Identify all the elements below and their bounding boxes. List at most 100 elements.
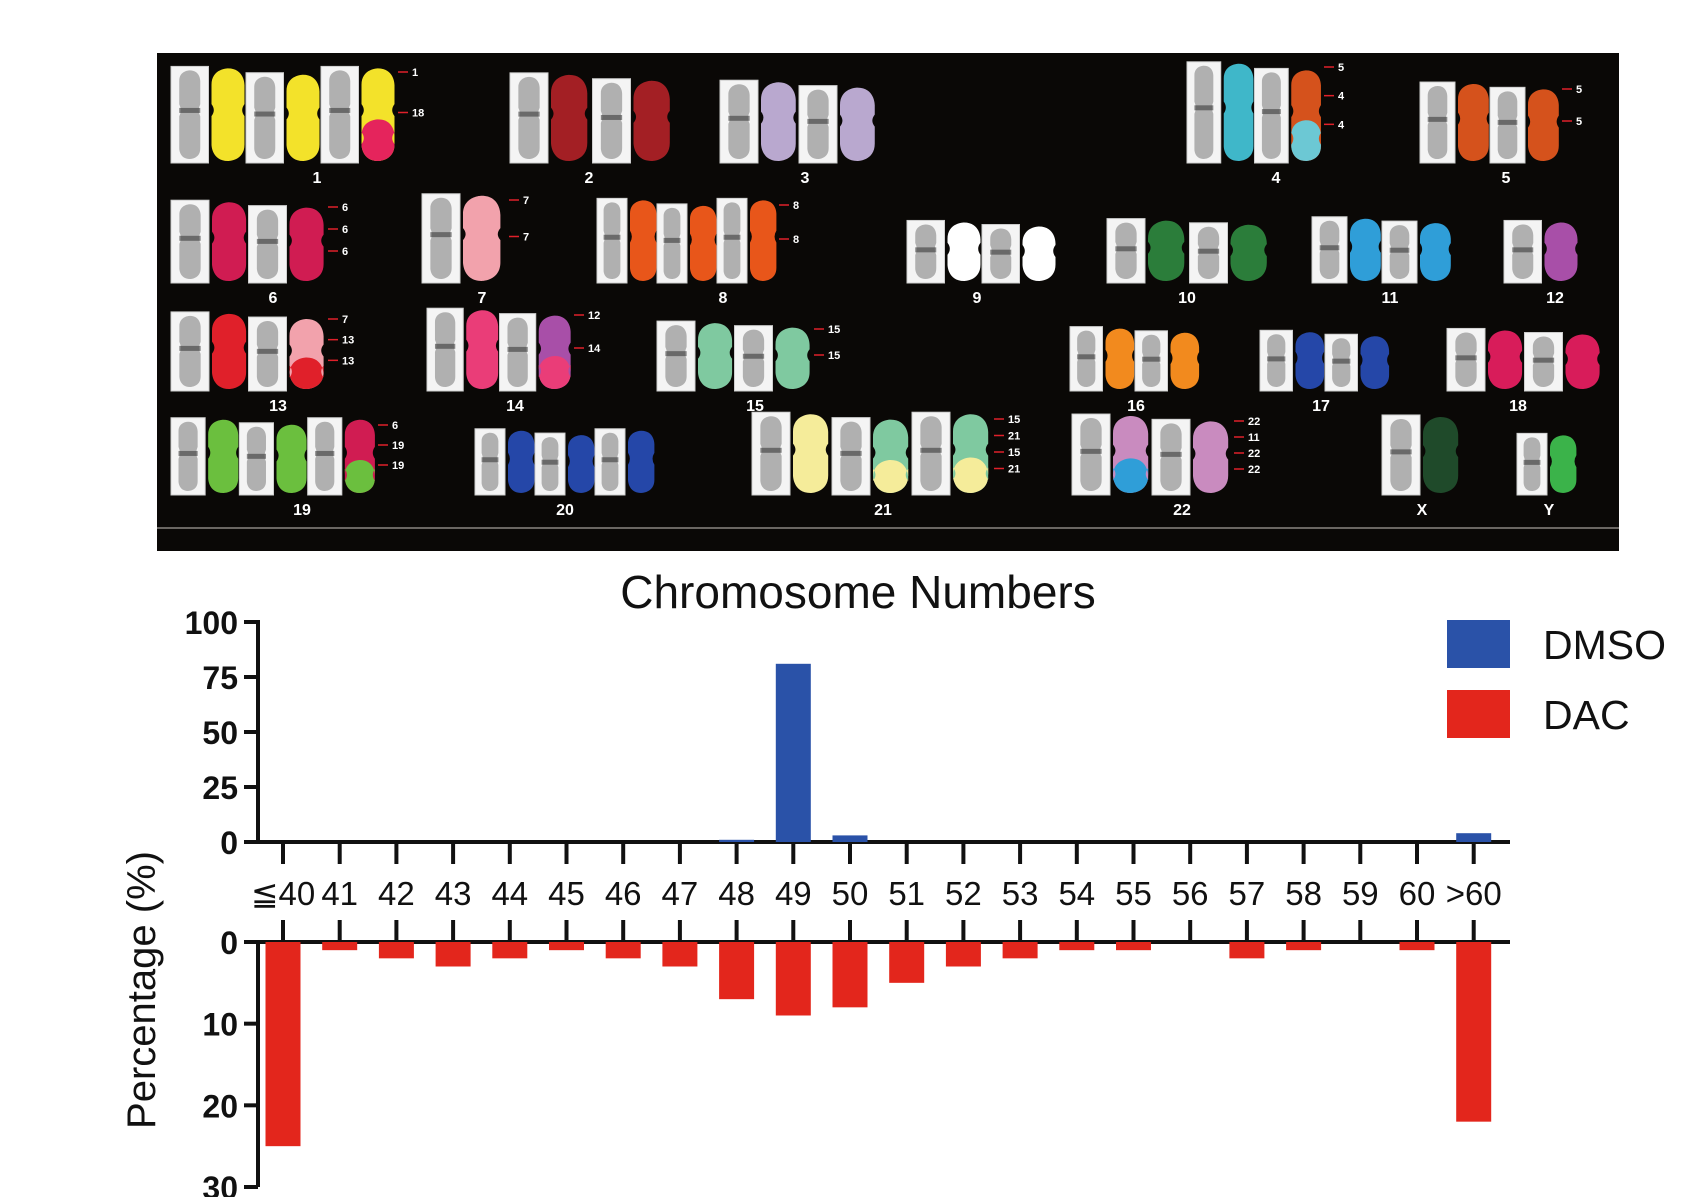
dac-y-tick-label: 0 (220, 925, 238, 961)
sky-chromosome (276, 424, 307, 493)
chart-title: Chromosome Numbers (620, 566, 1095, 618)
x-tick-label: >60 (1446, 875, 1502, 912)
karyotype-label: 4 (1272, 170, 1281, 187)
dac-y-tick-label: 20 (202, 1088, 238, 1124)
x-tick-label: 58 (1285, 875, 1322, 912)
x-tick-label: 60 (1399, 875, 1436, 912)
gband-chromosome (179, 315, 201, 387)
gband-centromere (1532, 357, 1555, 363)
karyotype-label: 22 (1173, 502, 1191, 519)
dac-y-tick-label: 30 (202, 1170, 238, 1197)
karyotype-group-20: 20 (474, 428, 655, 519)
x-tick-label: 59 (1342, 875, 1379, 912)
karyotype-label: 17 (1312, 398, 1330, 415)
gband-centromere (1077, 354, 1096, 360)
sky-chromosome (775, 327, 810, 389)
gband-centromere (507, 346, 528, 352)
gband-chromosome (603, 202, 621, 279)
mark-label: 6 (342, 246, 348, 258)
mark-label: 13 (342, 335, 354, 347)
mark-label: 15 (1008, 447, 1020, 459)
sky-chromosome (212, 313, 247, 389)
bar-dmso-10 (832, 835, 868, 842)
bar-dac-1 (322, 942, 358, 951)
x-tick-label: 46 (605, 875, 642, 912)
gband-centromere (329, 107, 351, 113)
sky-chromosome (1420, 223, 1451, 281)
sky-chromosome (208, 419, 239, 493)
gband-centromere (1115, 246, 1137, 252)
gband-chromosome (507, 317, 528, 387)
sky-segment (538, 355, 571, 389)
sky-chromosome (1423, 416, 1459, 493)
gband-centromere (1332, 358, 1351, 364)
bar-dac-20 (1399, 942, 1435, 951)
karyotype-label: 8 (719, 290, 728, 307)
mark-label: 8 (793, 234, 799, 246)
gband-centromere (1455, 355, 1477, 361)
bar-dac-2 (378, 942, 414, 959)
sky-chromosome (628, 430, 655, 493)
karyotype-group-13: 7 13 13 13 (170, 311, 354, 415)
sky-chromosome (463, 195, 501, 281)
gband-centromere (246, 453, 266, 459)
karyotype-label: 13 (269, 398, 287, 415)
bar-dac-8 (719, 942, 755, 1000)
sky-chromosome (1223, 63, 1254, 161)
bar-dac-3 (435, 942, 471, 967)
gband-centromere (1080, 448, 1102, 454)
x-tick-label: 57 (1229, 875, 1266, 912)
gband-chromosome (434, 312, 456, 387)
gband-centromere (665, 351, 687, 357)
gband-centromere (1267, 356, 1286, 362)
x-tick-label: 50 (832, 875, 869, 912)
sky-chromosome (690, 205, 717, 281)
sky-chromosome (840, 87, 875, 161)
gband-centromere (1319, 245, 1340, 251)
sky-chromosome (1022, 226, 1056, 281)
bar-dac-12 (945, 942, 981, 967)
mark-label: 22 (1248, 416, 1260, 428)
x-tick-label: 48 (718, 875, 755, 912)
gband-chromosome (1261, 72, 1281, 159)
x-tick-label: 41 (321, 875, 358, 912)
gband-chromosome (600, 82, 623, 159)
bar-dac-13 (1002, 942, 1038, 959)
mark-label: 11 (1248, 432, 1260, 444)
gband-chromosome (315, 421, 335, 491)
legend-label-dmso: DMSO (1543, 622, 1666, 668)
karyotype-label: 9 (973, 290, 982, 307)
bar-dac-0 (265, 942, 301, 1147)
dac-y-tick-label: 10 (202, 1007, 238, 1043)
mark-label: 18 (412, 108, 424, 120)
gband-chromosome (760, 416, 782, 491)
sky-segment (344, 460, 375, 493)
mark-label: 13 (342, 355, 354, 367)
karyotype-group-12: 12 (1503, 219, 1578, 307)
karyotype-label: 5 (1502, 170, 1511, 187)
gband-centromere (178, 450, 198, 456)
gband-centromere (601, 457, 619, 463)
bar-series (265, 663, 1492, 1147)
gband-centromere (254, 111, 276, 117)
sky-chromosome (630, 200, 657, 281)
mark-label: 7 (342, 314, 348, 326)
mark-label: 21 (1008, 464, 1020, 476)
sky-chromosome (1105, 328, 1135, 389)
karyotype-label: 7 (478, 290, 487, 307)
gband-centromere (990, 249, 1012, 255)
sky-segment (361, 119, 395, 161)
gband-centromere (256, 348, 279, 354)
x-tick-label: 53 (1002, 875, 1039, 912)
mark-label: 7 (523, 195, 529, 207)
gband-centromere (723, 234, 741, 240)
gband-centromere (541, 459, 559, 465)
gband-chromosome (1497, 91, 1518, 159)
mark-label: 4 (1338, 91, 1345, 103)
gband-chromosome (723, 202, 741, 279)
karyotype-group-11: 11 (1311, 216, 1451, 307)
x-tick-label: 54 (1058, 875, 1095, 912)
